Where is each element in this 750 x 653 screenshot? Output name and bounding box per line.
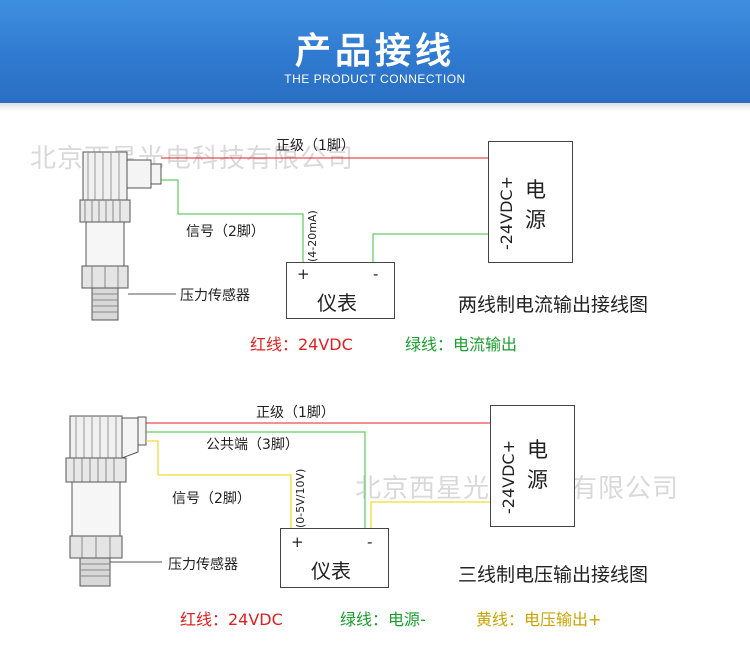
- header-banner: 产品接线 THE PRODUCT CONNECTION: [0, 0, 750, 103]
- meter-plus-1: +: [297, 265, 310, 283]
- meter-minus-2: -: [367, 533, 373, 551]
- power-label-top-1: 电: [525, 178, 546, 202]
- legend-yellow-2: 黄线：电压输出+: [476, 610, 602, 629]
- power-voltage-2: -24VDC+: [499, 440, 518, 514]
- signal-range-2: (0-5V/10V): [294, 468, 307, 528]
- power-label-top-2: 电: [527, 438, 548, 462]
- meter-plus-2: +: [291, 533, 304, 551]
- caption-1: 两线制电流输出接线图: [458, 294, 649, 316]
- wire-common-label-2: 公共端（3脚）: [206, 437, 299, 453]
- green-signal-wire-1: [161, 179, 304, 262]
- power-voltage-1: -24VDC+: [497, 176, 516, 250]
- wire-pos-label-2: 正级（1脚）: [256, 405, 335, 421]
- wire-signal-label-1: 信号（2脚）: [186, 224, 265, 240]
- sensor-label-2: 压力传感器: [168, 557, 238, 573]
- meter-label-1: 仪表: [317, 291, 357, 315]
- wire-pos-label-1: 正级（1脚）: [276, 138, 355, 154]
- legend-green-2: 绿线：电源-: [340, 610, 426, 629]
- green-return-wire-1: [372, 233, 488, 262]
- legend-red-1: 红线：24VDC: [250, 335, 353, 354]
- yellow-return-wire-2: [370, 501, 490, 528]
- banner-shadow: [0, 103, 750, 111]
- yellow-signal-wire-2: [146, 440, 292, 528]
- pressure-sensor-2: [65, 415, 147, 587]
- signal-range-1: (4-20mA): [306, 210, 319, 262]
- power-label-bottom-1: 源: [525, 208, 546, 232]
- green-wire-2: [146, 431, 366, 528]
- legend-red-2: 红线：24VDC: [180, 610, 283, 629]
- meter-box-2: + - 仪表: [280, 528, 389, 588]
- meter-label-2: 仪表: [311, 559, 351, 583]
- page-title: 产品接线: [294, 31, 455, 72]
- page-subtitle: THE PRODUCT CONNECTION: [284, 72, 466, 86]
- power-box-2: -24VDC+ 电 源: [490, 405, 575, 527]
- meter-box-1: + - 仪表: [286, 262, 395, 319]
- legend-green-1: 绿线：电流输出: [405, 335, 518, 354]
- power-label-bottom-2: 源: [527, 468, 548, 492]
- caption-2: 三线制电压输出接线图: [458, 564, 649, 586]
- pressure-sensor-1: [79, 151, 162, 321]
- meter-minus-1: -: [373, 265, 379, 283]
- sensor-label-1: 压力传感器: [180, 288, 250, 304]
- wire-signal-label-2: 信号（2脚）: [172, 491, 251, 507]
- power-box-1: -24VDC+ 电 源: [488, 141, 573, 263]
